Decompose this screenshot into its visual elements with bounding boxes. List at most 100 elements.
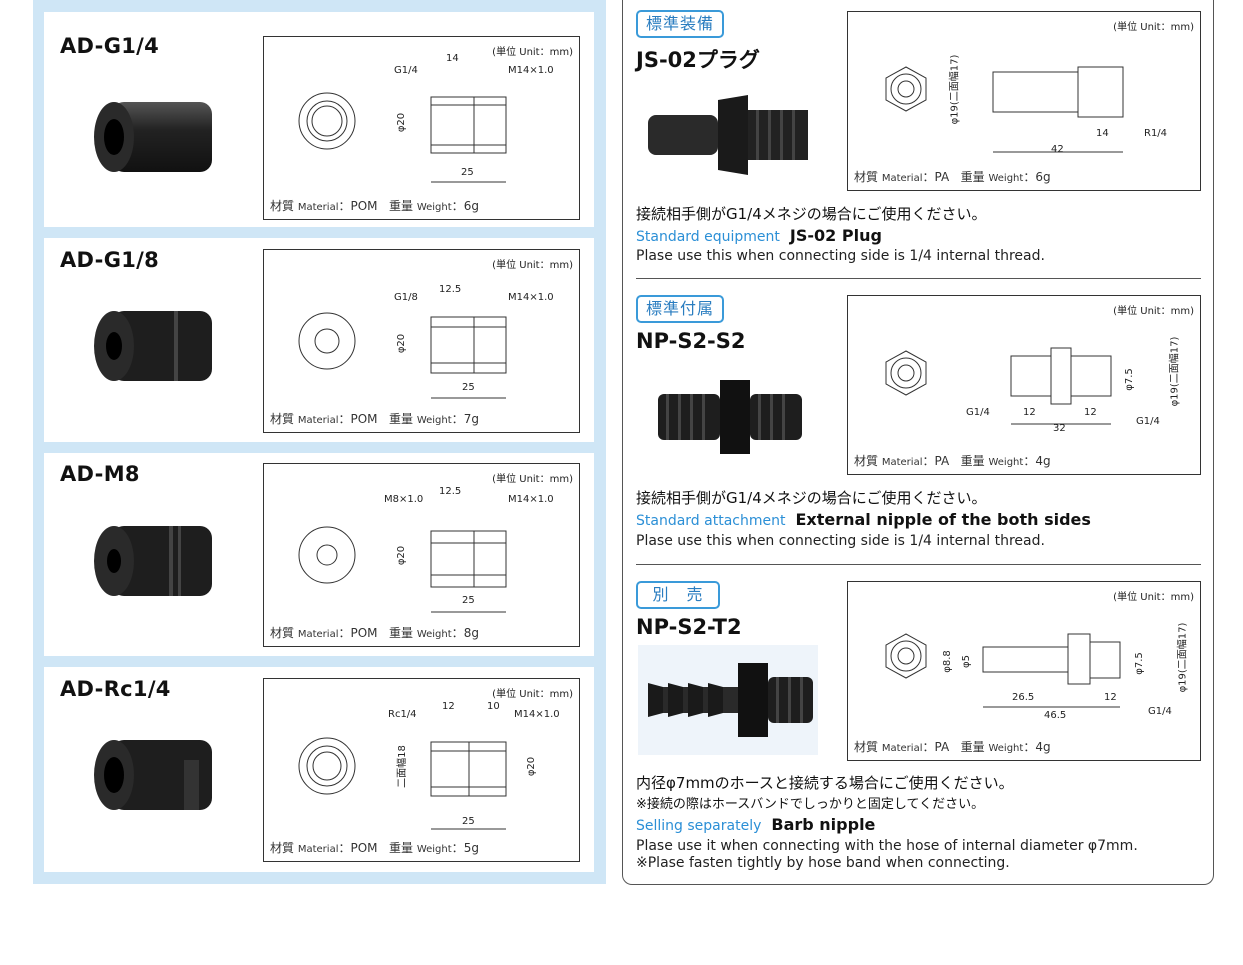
usage-note-en: Plase use this when connecting side is 1… — [636, 533, 1045, 549]
dim-thread-b: M14×1.0 — [508, 292, 554, 303]
english-heading: Standard attachment External nipple of th… — [636, 510, 1091, 529]
product-photo — [94, 526, 212, 596]
right-accessory-panel: 標準装備 JS-02プラグ (単位 Unit：mm) φ19(二面幅17) 14… — [622, 0, 1214, 885]
dim-len-a: 12 — [442, 701, 455, 712]
unit-label: (単位 Unit：mm) — [492, 47, 573, 58]
dim-diameter: φ20 — [396, 112, 408, 133]
dim-barb-length: 26.5 — [1012, 692, 1035, 703]
left-product-column: AD-G1/4 (単位 Unit：mm) G1/4 14 M14×1.0 φ20… — [33, 0, 606, 884]
dimension-drawing — [885, 633, 1121, 708]
spec-line: 材質 Material：PA 重量 Weight：6g — [854, 170, 1051, 184]
technical-drawing: (単位 Unit：mm) φ8.8 φ5 φ7.5 φ19(二面幅17) 26.… — [847, 581, 1201, 761]
product-title: AD-G1/8 — [60, 248, 160, 272]
dim-hex-width: φ19(二面幅17) — [1169, 336, 1181, 407]
usage-caution-jp: ※接続の際はホースバンドでしっかりと固定してください。 — [636, 797, 985, 812]
spec-line: 材質 Material：POM 重量 Weight：8g — [270, 626, 479, 640]
dim-len-b: 10 — [487, 701, 500, 712]
product-photo — [94, 740, 212, 810]
product-photo — [94, 311, 212, 381]
dim-diameter: φ20 — [396, 545, 408, 566]
usage-note-en: Plase use this when connecting side is 1… — [636, 248, 1045, 264]
barb-nipple-photo — [638, 645, 818, 755]
dim-thread-b: M14×1.0 — [514, 709, 560, 720]
accessory-title: NP-S2-S2 — [636, 329, 746, 353]
spec-line: 材質 Material：POM 重量 Weight：6g — [270, 199, 479, 213]
dim-length: 25 — [461, 167, 474, 178]
dim-side-width: 二面幅18 — [396, 745, 408, 788]
plug-photo — [648, 95, 808, 175]
dim-length-left: 12 — [1023, 407, 1036, 418]
product-card-ad-rc14: AD-Rc1/4 (単位 Unit：mm) Rc1/4 12 10 M14×1.… — [44, 667, 594, 872]
product-photo — [94, 102, 212, 172]
badge-sold-separately: 別 売 — [636, 581, 720, 609]
dim-barb-od: φ8.8 — [941, 650, 953, 673]
product-title: AD-G1/4 — [60, 34, 160, 58]
dimension-drawing — [885, 66, 1124, 153]
dim-thread-a: Rc1/4 — [388, 709, 417, 720]
product-card-ad-g18: AD-G1/8 (単位 Unit：mm) G1/8 12.5 M14×1.0 φ… — [44, 238, 594, 442]
dim-thread: G1/4 — [1148, 706, 1172, 717]
technical-drawing: (単位 Unit：mm) M8×1.0 12.5 M14×1.0 φ20 25 … — [263, 463, 580, 647]
product-title: AD-M8 — [60, 462, 140, 486]
unit-label: (単位 Unit：mm) — [1113, 592, 1194, 603]
dimension-drawing — [298, 526, 507, 613]
dimension-drawing — [298, 92, 507, 183]
dim-thread-a: G1/8 — [394, 292, 418, 303]
unit-label: (単位 Unit：mm) — [1113, 22, 1194, 33]
accessory-title: NP-S2-T2 — [636, 615, 742, 639]
dim-barb-id: φ5 — [960, 655, 972, 668]
product-name-en: JS-02 Plug — [789, 226, 882, 245]
dim-len-a: 14 — [446, 53, 459, 64]
spec-line: 材質 Material：PA 重量 Weight：4g — [854, 740, 1051, 754]
technical-drawing: (単位 Unit：mm) φ19(二面幅17) φ7.5 G1/4 12 12 … — [847, 295, 1201, 475]
dim-hex-width: φ19(二面幅17) — [1177, 622, 1189, 693]
product-card-ad-m8: AD-M8 (単位 Unit：mm) M8×1.0 12.5 M14×1.0 φ… — [44, 453, 594, 656]
badge-standard-attachment: 標準付属 — [636, 295, 725, 323]
dim-total-length: 46.5 — [1044, 710, 1067, 721]
dim-thread-length: 12 — [1104, 692, 1117, 703]
english-heading: Selling separately Barb nipple — [636, 815, 875, 834]
technical-drawing: (単位 Unit：mm) G1/4 14 M14×1.0 φ20 25 材質 M… — [263, 36, 580, 220]
category-label: Standard attachment — [636, 513, 786, 529]
dimension-drawing — [298, 312, 507, 399]
dim-thread-b: M14×1.0 — [508, 65, 554, 76]
category-label: Standard equipment — [636, 229, 780, 245]
english-heading: Standard equipment JS-02 Plug — [636, 226, 882, 245]
dim-len-a: 12.5 — [439, 284, 462, 295]
dim-len-a: 12.5 — [439, 486, 462, 497]
spec-line: 材質 Material：POM 重量 Weight：7g — [270, 412, 479, 426]
usage-note-en: Plase use it when connecting with the ho… — [636, 838, 1138, 854]
dim-length: 25 — [462, 382, 475, 393]
technical-drawing: (単位 Unit：mm) φ19(二面幅17) 14 R1/4 42 材質 Ma… — [847, 11, 1201, 191]
dim-thread: R1/4 — [1144, 128, 1168, 139]
accessory-title: JS-02プラグ — [636, 48, 760, 72]
dim-diameter: φ20 — [526, 756, 538, 777]
usage-caution-en: ※Plase fasten tightly by hose band when … — [636, 855, 1010, 871]
technical-drawing: (単位 Unit：mm) Rc1/4 12 10 M14×1.0 二面幅18 φ… — [263, 678, 580, 862]
dim-thread-left: G1/4 — [966, 407, 990, 418]
dim-total-length: 42 — [1051, 144, 1064, 155]
dim-length-right: 12 — [1084, 407, 1097, 418]
unit-label: (単位 Unit：mm) — [1113, 306, 1194, 317]
unit-label: (単位 Unit：mm) — [492, 689, 573, 700]
product-name-en: External nipple of the both sides — [795, 510, 1091, 529]
badge-standard-equipment: 標準装備 — [636, 10, 725, 38]
dim-thread-b: M14×1.0 — [508, 494, 554, 505]
usage-note-jp: 接続相手側がG1/4メネジの場合にご使用ください。 — [636, 205, 987, 223]
technical-drawing: (単位 Unit：mm) G1/8 12.5 M14×1.0 φ20 25 材質… — [263, 249, 580, 433]
dimension-drawing — [885, 347, 1112, 425]
spec-line: 材質 Material：POM 重量 Weight：5g — [270, 841, 479, 855]
dim-thread-a: M8×1.0 — [384, 494, 424, 505]
dim-thread-length: 14 — [1096, 128, 1109, 139]
unit-label: (単位 Unit：mm) — [492, 474, 573, 485]
unit-label: (単位 Unit：mm) — [492, 260, 573, 271]
category-label: Selling separately — [636, 818, 762, 834]
usage-note-jp: 接続相手側がG1/4メネジの場合にご使用ください。 — [636, 489, 987, 507]
dim-length: 25 — [462, 595, 475, 606]
product-card-ad-g14: AD-G1/4 (単位 Unit：mm) G1/4 14 M14×1.0 φ20… — [44, 12, 594, 227]
dim-thread-a: G1/4 — [394, 65, 418, 76]
product-name-en: Barb nipple — [771, 815, 876, 834]
product-title: AD-Rc1/4 — [60, 677, 171, 701]
dim-diameter: φ20 — [396, 333, 408, 354]
nipple-photo — [658, 380, 802, 454]
